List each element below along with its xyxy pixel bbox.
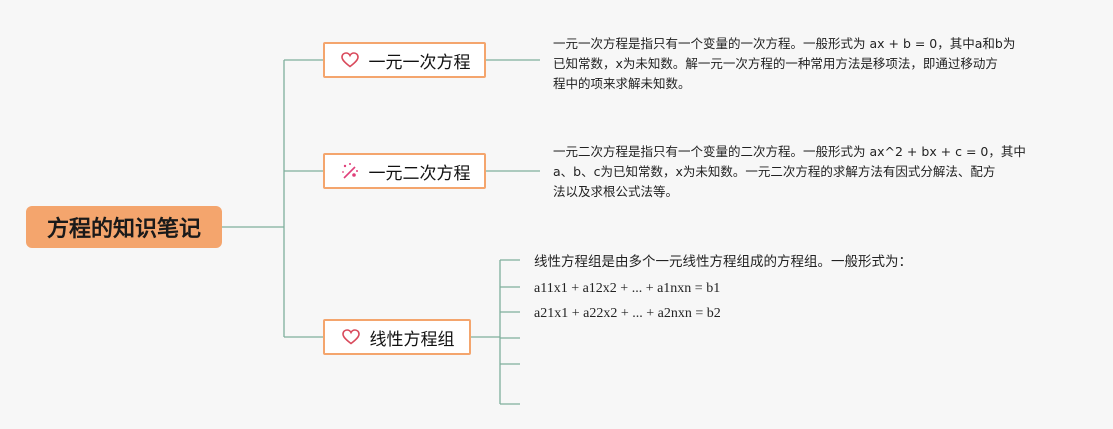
linear-system-intro: 线性方程组是由多个一元线性方程组成的方程组。一般形式为： bbox=[534, 254, 912, 270]
topic-label: 一元二次方程 bbox=[368, 163, 471, 184]
topic-label: 一元一次方程 bbox=[368, 52, 471, 73]
description-line: 法以及求根公式法等。 bbox=[553, 184, 679, 199]
root-topic[interactable]: 方程的知识笔记 bbox=[26, 206, 222, 248]
topic-linear-system[interactable]: 线性方程组 bbox=[323, 319, 471, 355]
description-line: 一元二次方程是指只有一个变量的二次方程。一般形式为 ax^2 + bx + c … bbox=[553, 144, 1026, 159]
root-topic-label: 方程的知识笔记 bbox=[46, 217, 201, 242]
topic-description: 一元二次方程是指只有一个变量的二次方程。一般形式为 ax^2 + bx + c … bbox=[553, 142, 1026, 202]
topic-linear-equation[interactable]: 一元一次方程 bbox=[323, 42, 486, 78]
topic-label: 线性方程组 bbox=[369, 329, 455, 350]
description-line: 一元一次方程是指只有一个变量的一次方程。一般形式为 ax + b = 0，其中a… bbox=[553, 36, 1016, 51]
topic-description: 一元一次方程是指只有一个变量的一次方程。一般形式为 ax + b = 0，其中a… bbox=[553, 34, 1015, 94]
heart-icon bbox=[339, 50, 361, 70]
equation-line: a11x1 + a12x2 + ... + a1nxn = b1 bbox=[534, 281, 721, 296]
sparkle-icon bbox=[339, 161, 361, 181]
description-line: 已知常数，x为未知数。解一元一次方程的一种常用方法是移项法，即通过移动方 bbox=[553, 56, 998, 71]
equation-line: a21x1 + a22x2 + ... + a2nxn = b2 bbox=[534, 306, 721, 321]
description-line: a、b、c为已知常数，x为未知数。一元二次方程的求解方法有因式分解法、配方 bbox=[553, 164, 996, 179]
description-line: 程中的项来求解未知数。 bbox=[553, 76, 691, 91]
topic-quadratic-equation[interactable]: 一元二次方程 bbox=[323, 153, 486, 189]
heart-icon bbox=[340, 327, 362, 347]
